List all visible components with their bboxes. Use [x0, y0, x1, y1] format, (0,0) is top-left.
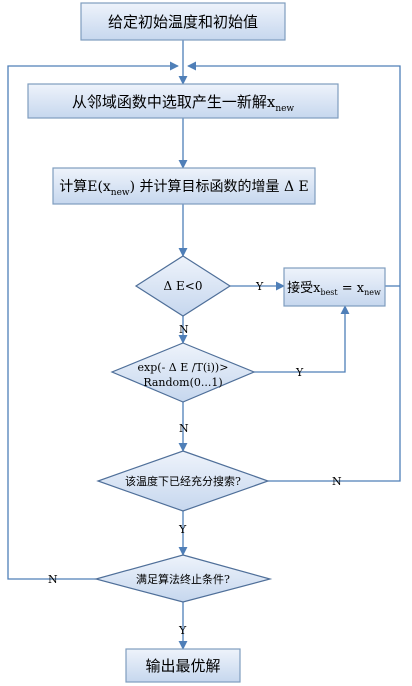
edge-right-loop [187, 61, 401, 286]
node-accept-label: 接受xbest = xnew [287, 280, 381, 297]
edge-cond4-no [7, 61, 179, 580]
node-select-label: 从邻域函数中选取产生一新解xnew [72, 93, 295, 114]
node-cond1: Δ E<0 [134, 255, 232, 317]
node-accept: 接受xbest = xnew [283, 267, 386, 307]
node-cond4-label: 满足算法终止条件? [136, 572, 230, 586]
label-c1-no: N [179, 323, 189, 336]
node-compute-label: 计算E(xnew) 并计算目标函数的增量 Δ E [59, 179, 309, 198]
label-c2-yes: Y [295, 366, 304, 379]
label-c3-yes: Y [178, 523, 187, 536]
label-c2-no: N [179, 422, 189, 435]
node-select: 从邻域函数中选取产生一新解xnew [27, 83, 339, 119]
node-cond3-label: 该温度下已经充分搜索? [125, 474, 241, 488]
node-compute: 计算E(xnew) 并计算目标函数的增量 Δ E [52, 167, 316, 205]
label-c3-no: N [332, 475, 342, 488]
node-cond3: 该温度下已经充分搜索? [96, 450, 270, 512]
node-cond2-line1: exp(- Δ E /T(i))> [138, 361, 229, 374]
edge-cond3-no [268, 286, 401, 482]
edge-cond2-yes [254, 305, 350, 373]
connectors [7, 40, 401, 650]
node-init: 给定初始温度和初始值 [80, 2, 286, 41]
node-init-label: 给定初始温度和初始值 [108, 13, 258, 31]
node-cond2: exp(- Δ E /T(i))> Random(0...1) [110, 342, 256, 403]
node-cond1-label: Δ E<0 [164, 279, 203, 293]
edge-labels: Y N Y N N Y N Y [48, 280, 342, 637]
node-cond4: 满足算法终止条件? [93, 554, 273, 603]
label-c4-no: N [48, 573, 58, 586]
node-output-label: 输出最优解 [145, 657, 220, 675]
label-c1-yes: Y [255, 280, 264, 293]
node-output: 输出最优解 [125, 648, 241, 683]
label-c4-yes: Y [178, 624, 187, 637]
node-cond2-line2: Random(0...1) [143, 376, 222, 389]
